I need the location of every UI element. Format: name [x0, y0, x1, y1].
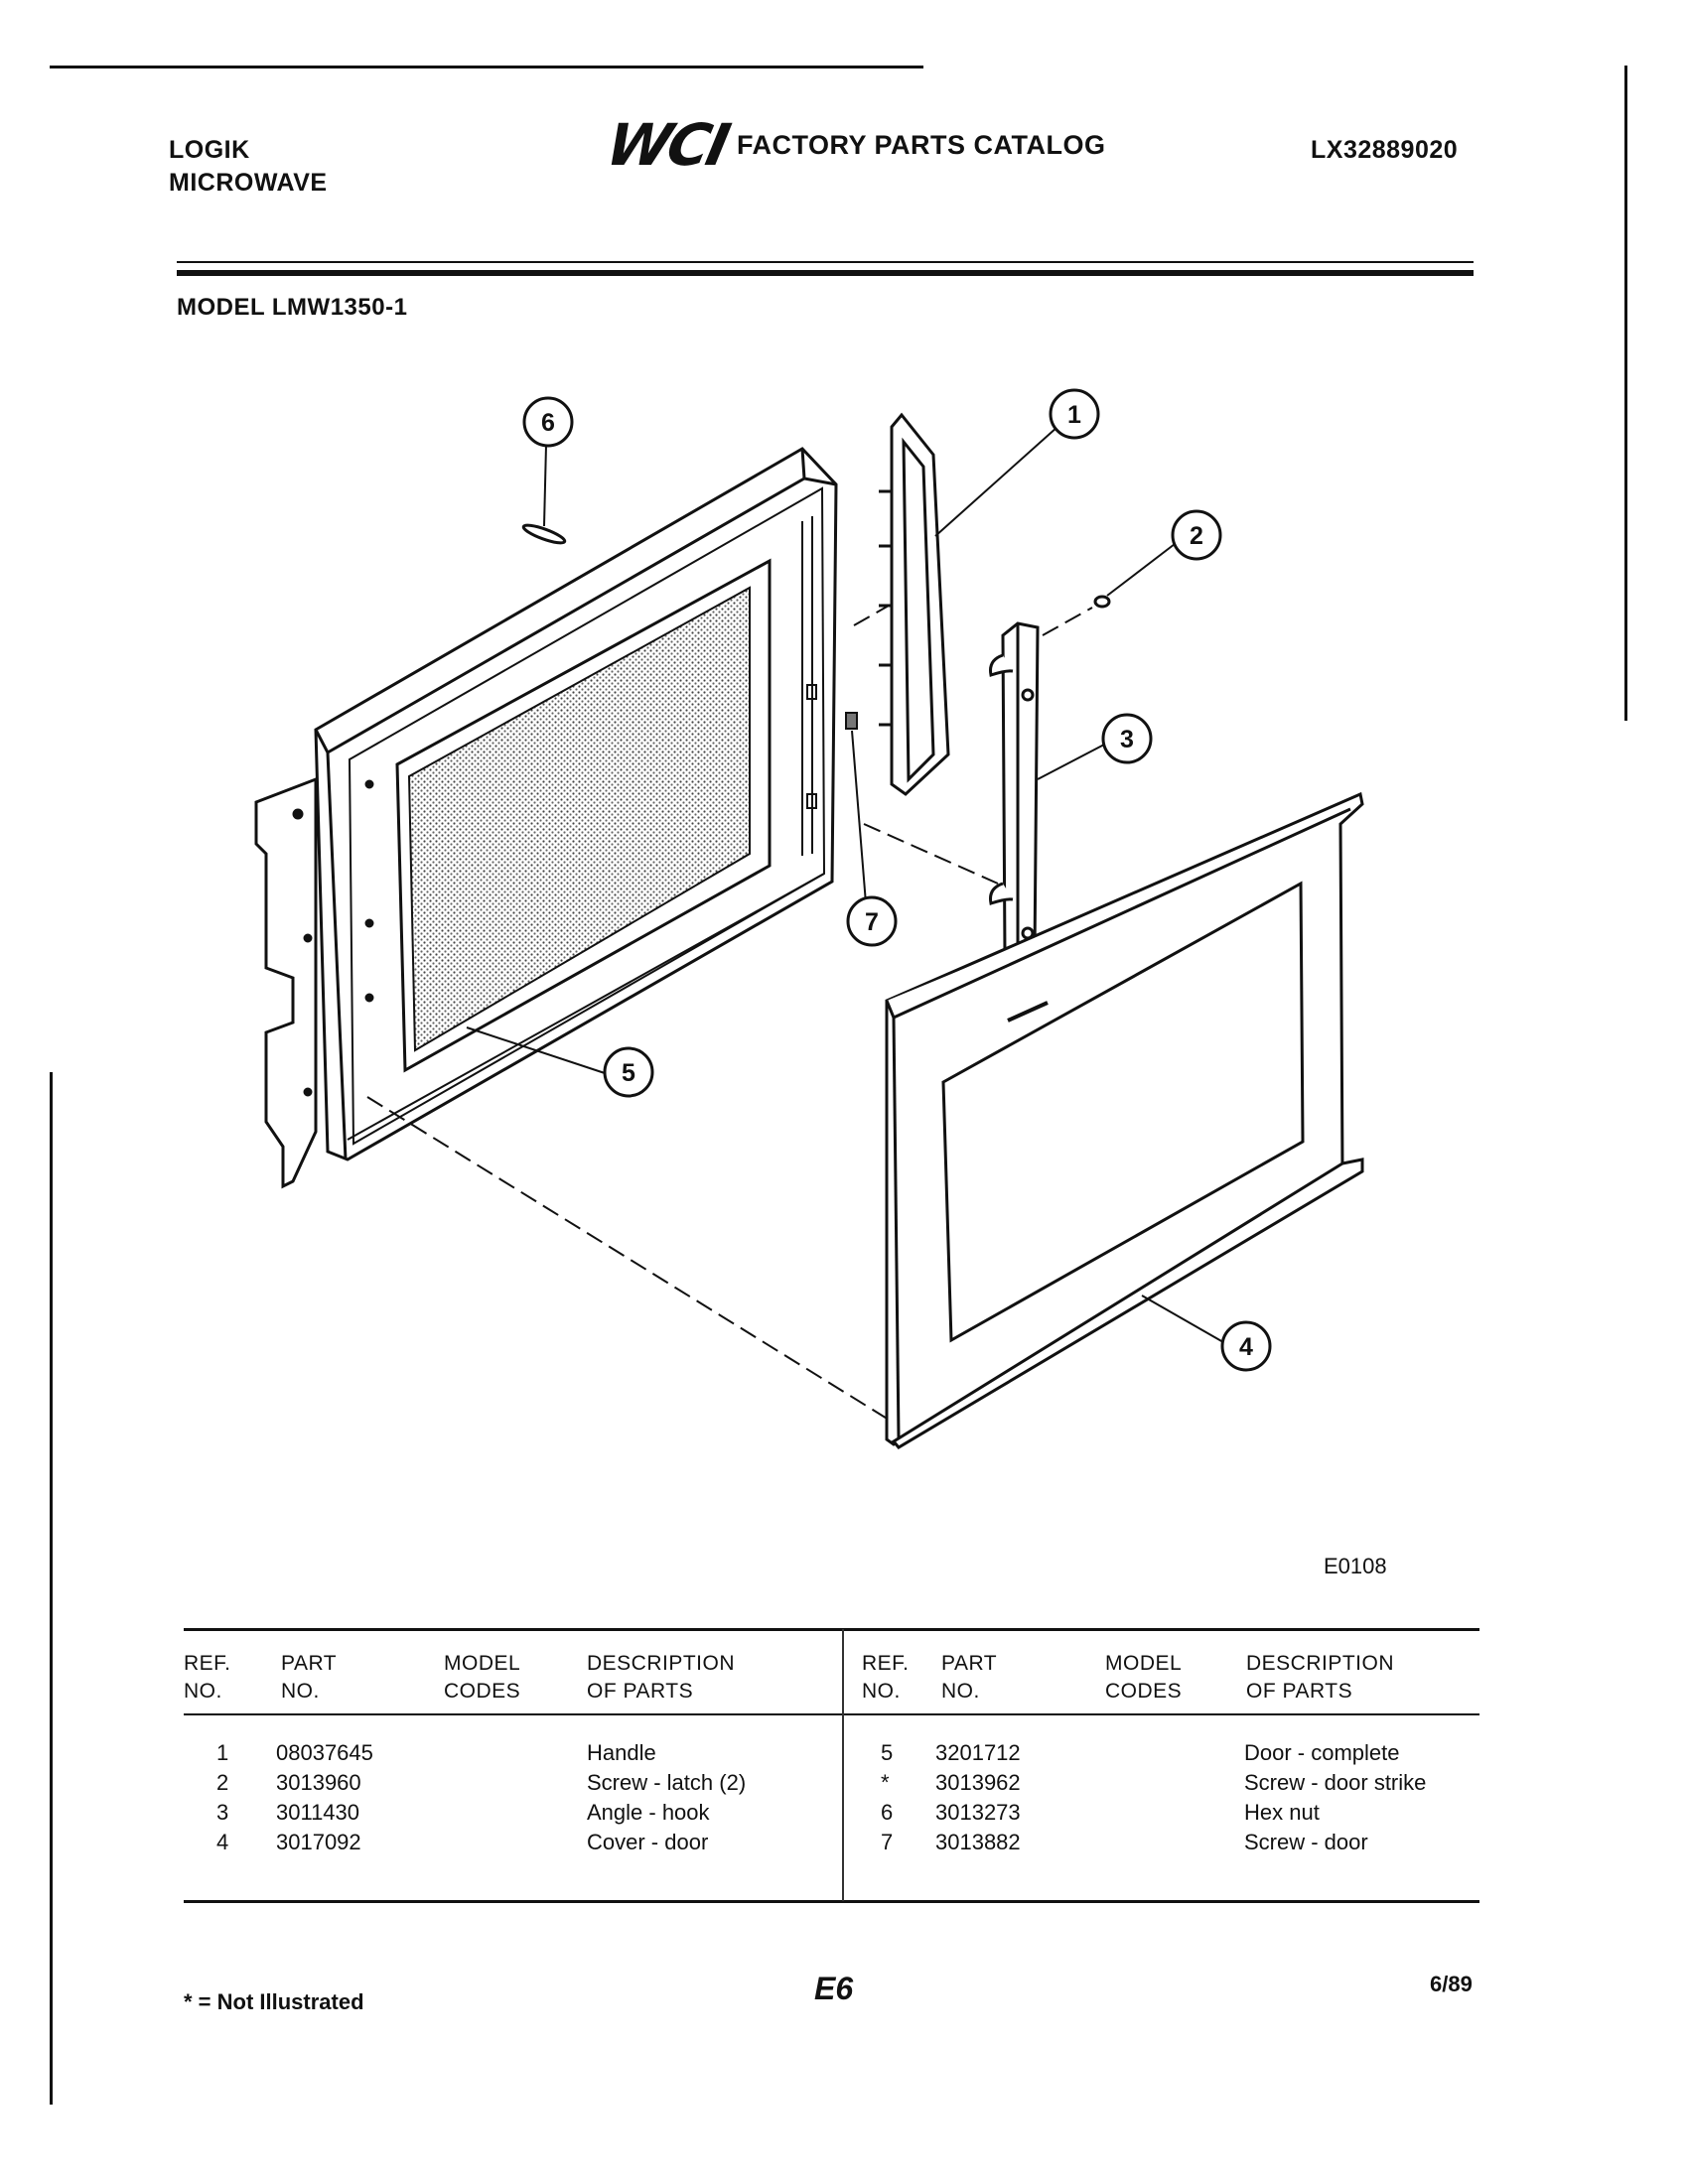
table-center-divider: [842, 1629, 844, 1901]
col-desc-line2: OF PARTS: [587, 1680, 694, 1703]
brand-name: LOGIK: [169, 136, 250, 164]
description: Door - complete: [1244, 1740, 1400, 1765]
table-top-rule: [184, 1628, 1479, 1631]
model-label: MODEL LMW1350-1: [177, 294, 408, 321]
figure-code: E0108: [1324, 1554, 1387, 1578]
page-number: E6: [814, 1971, 854, 2006]
part-no: 3013882: [935, 1830, 1021, 1854]
exploded-parts-diagram: 6 1 2 3 7 5 4: [254, 388, 1364, 1449]
callout-6: [522, 396, 574, 448]
alignment-lines: [366, 605, 1093, 1421]
col-desc-line2: OF PARTS: [1246, 1680, 1353, 1703]
part-no: 3017092: [276, 1830, 361, 1854]
ref-no: 3: [216, 1800, 229, 1825]
part-no: 08037645: [276, 1740, 373, 1765]
col-part-line2: NO.: [281, 1680, 320, 1703]
header-double-rule-thin: [177, 261, 1474, 263]
callout-2-label: 2: [1190, 522, 1203, 550]
product-type: MICROWAVE: [169, 169, 328, 197]
col-desc-header-left: DESCRIPTION OF PARTS: [587, 1650, 735, 1706]
callout-4-label: 4: [1239, 1333, 1253, 1361]
col-part-header-left: PART NO.: [281, 1650, 337, 1706]
right-margin-rule: [1624, 66, 1627, 721]
ref-no: 6: [881, 1800, 894, 1825]
part-no: 3013960: [276, 1770, 361, 1795]
callout-1: [1049, 388, 1100, 440]
angle-hook-part: [989, 621, 1040, 965]
callout-3: [1101, 713, 1153, 764]
catalog-title: FACTORY PARTS CATALOG: [737, 130, 1106, 160]
col-desc-line1: DESCRIPTION: [1246, 1652, 1395, 1675]
screw-latch-part: [1093, 595, 1111, 609]
hex-nut-part: [521, 523, 567, 545]
callout-7: [846, 895, 898, 947]
description: Screw - latch (2): [587, 1770, 747, 1795]
col-model-line1: MODEL: [444, 1652, 521, 1675]
col-ref-line1: REF.: [862, 1652, 910, 1675]
table-bottom-rule: [184, 1900, 1479, 1903]
col-ref-line2: NO.: [862, 1680, 901, 1703]
left-margin-rule: [50, 1072, 53, 2105]
part-no: 3201712: [935, 1740, 1021, 1765]
callout-2: [1171, 509, 1222, 561]
description: Cover - door: [587, 1830, 709, 1854]
col-part-line1: PART: [281, 1652, 338, 1675]
header-double-rule-thick: [177, 270, 1474, 276]
description: Handle: [587, 1740, 656, 1765]
callout-circles: [522, 388, 1272, 1372]
callout-5-label: 5: [622, 1059, 635, 1087]
handle-part: [879, 412, 950, 796]
table-header-rule: [184, 1713, 1479, 1715]
part-no: 3013962: [935, 1770, 1021, 1795]
ref-no: 7: [881, 1830, 894, 1854]
callout-6-label: 6: [541, 409, 555, 437]
cover-door-part: [885, 791, 1364, 1449]
col-part-header-right: PART NO.: [941, 1650, 997, 1706]
col-part-line1: PART: [941, 1652, 998, 1675]
callout-7-label: 7: [865, 908, 879, 936]
col-desc-line1: DESCRIPTION: [587, 1652, 736, 1675]
callout-4: [1220, 1320, 1272, 1372]
part-no: 3013273: [935, 1800, 1021, 1825]
description: Hex nut: [1244, 1800, 1320, 1825]
callout-1-label: 1: [1067, 401, 1081, 429]
ref-no: *: [881, 1770, 890, 1795]
callout-3-label: 3: [1120, 726, 1134, 753]
screw-door-part: [845, 712, 858, 730]
description: Screw - door: [1244, 1830, 1368, 1854]
col-ref-line2: NO.: [184, 1680, 222, 1703]
col-ref-header-left: REF. NO.: [184, 1650, 231, 1706]
not-illustrated-note: * = Not Illustrated: [184, 1989, 364, 2014]
description: Angle - hook: [587, 1800, 710, 1825]
callout-5: [603, 1046, 654, 1098]
col-model-line2: CODES: [1105, 1680, 1183, 1703]
door-complete-part: [254, 447, 838, 1189]
col-ref-line1: REF.: [184, 1652, 231, 1675]
catalog-number: LX32889020: [1311, 136, 1459, 164]
top-rule: [50, 66, 923, 68]
ref-no: 4: [216, 1830, 229, 1854]
col-model-line2: CODES: [444, 1680, 521, 1703]
col-model-header-right: MODEL CODES: [1105, 1650, 1182, 1706]
description: Screw - door strike: [1244, 1770, 1427, 1795]
leader-lines: [466, 426, 1224, 1343]
ref-no: 1: [216, 1740, 229, 1765]
col-ref-header-right: REF. NO.: [862, 1650, 910, 1706]
part-no: 3011430: [276, 1800, 360, 1825]
col-model-header-left: MODEL CODES: [444, 1650, 520, 1706]
col-part-line2: NO.: [941, 1680, 980, 1703]
ref-no: 2: [216, 1770, 229, 1795]
col-model-line1: MODEL: [1105, 1652, 1183, 1675]
col-desc-header-right: DESCRIPTION OF PARTS: [1246, 1650, 1394, 1706]
catalog-date: 6/89: [1430, 1972, 1473, 1996]
ref-no: 5: [881, 1740, 894, 1765]
